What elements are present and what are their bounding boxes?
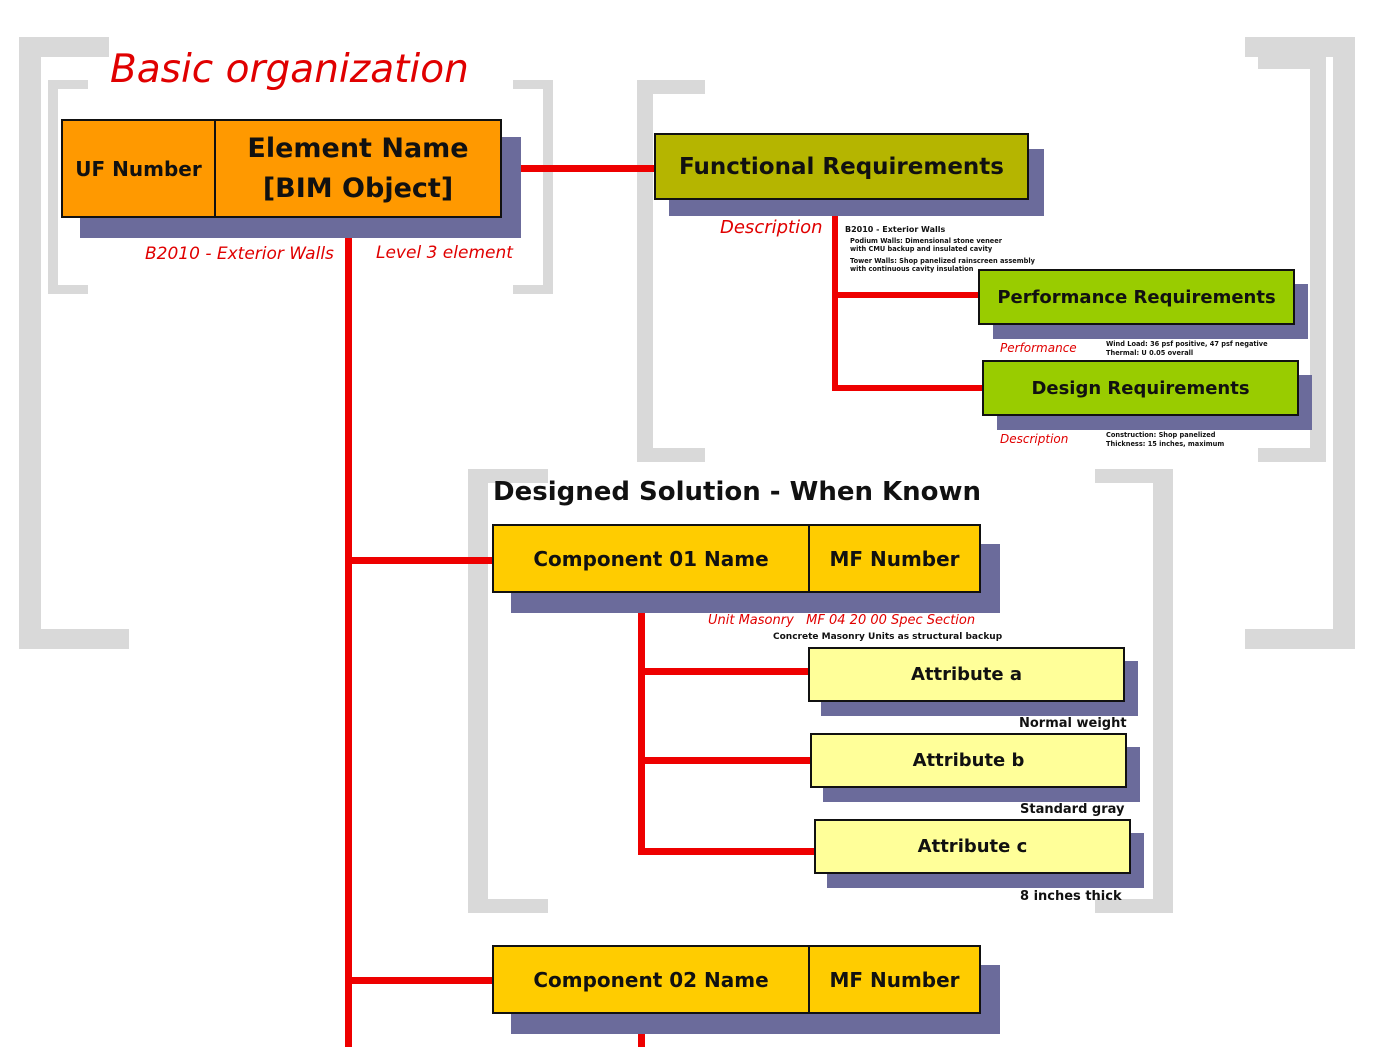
designed-solution-heading: Designed Solution - When Known [493,477,982,507]
component-01-name-cell: Component 01 Name [494,526,810,591]
outer-right-bracket-spine [1333,37,1355,649]
wire-to-attribute-a [638,668,811,675]
solution-right-bracket-spine [1153,469,1173,913]
functional-right-bracket-bottom [1258,448,1326,462]
design-detail-line-1: Construction: Shop panelized [1106,431,1216,439]
design-requirements-box[interactable]: Design Requirements [982,360,1299,416]
element-box[interactable]: UF Number Element Name [BIM Object] [61,119,502,218]
functional-requirements-box[interactable]: Functional Requirements [654,133,1029,200]
performance-label: Performance [1000,341,1077,355]
element-right-bracket-top [513,80,553,89]
wire-to-component-02 [345,977,495,984]
component-01-name: Component 01 Name [533,546,769,571]
design-requirements-label: Design Requirements [1031,377,1250,399]
performance-requirements-label: Performance Requirements [997,286,1276,308]
element-right-bracket-bottom [513,285,553,294]
outer-left-bracket-bottom [19,629,129,649]
wire-to-attribute-b [638,757,813,764]
element-level-label: Level 3 element [376,243,513,263]
functional-left-bracket-bottom [637,448,705,462]
element-name-line2: [BIM Object] [262,172,454,204]
element-name-line1: Element Name [247,132,469,164]
performance-requirements-box[interactable]: Performance Requirements [978,269,1295,325]
outer-left-bracket-top [19,37,109,57]
component-01-box[interactable]: Component 01 Name MF Number [492,524,981,593]
wire-to-component-01 [345,557,495,564]
outer-left-bracket-spine [19,37,41,649]
performance-detail-line-2: Thermal: U 0.05 overall [1106,349,1194,357]
solution-left-bracket-spine [468,469,488,913]
functional-description-label: Description [720,217,823,238]
element-right-bracket-spine [543,80,553,294]
functional-detail-line-4: with continuous cavity insulation [850,265,974,273]
component-01-mf-number: MF Number [829,546,960,571]
element-left-bracket-top [48,80,88,89]
outer-right-bracket-bottom [1245,629,1355,649]
attribute-c-value: 8 inches thick [1020,889,1122,904]
functional-detail-heading: B2010 - Exterior Walls [845,225,946,234]
solution-left-bracket-bottom [468,899,548,913]
attribute-b-value: Standard gray [1020,802,1125,817]
wire-element-to-functional [500,165,657,172]
element-left-bracket-bottom [48,285,88,294]
diagram-title: Basic organization [110,47,469,92]
attribute-b-box[interactable]: Attribute b [810,733,1127,788]
component-01-example-detail: Concrete Masonry Units as structural bac… [773,632,1003,642]
wire-component-01-vertical [638,592,645,855]
functional-right-bracket-spine [1310,55,1326,462]
element-left-bracket-spine [48,80,58,294]
design-label: Description [1000,432,1069,446]
functional-left-bracket-top [637,80,705,94]
component-02-mf-number: MF Number [829,967,960,992]
attribute-a-label: Attribute a [910,664,1023,685]
functional-detail-line-2: with CMU backup and insulated cavity [850,245,993,253]
uf-number-label: UF Number [75,156,202,181]
functional-requirements-label: Functional Requirements [678,153,1004,180]
component-01-mf-cell: MF Number [810,526,979,591]
functional-detail-line-3: Tower Walls: Shop panelized rainscreen a… [850,257,1035,265]
attribute-c-label: Attribute c [917,836,1028,857]
component-02-name: Component 02 Name [533,967,769,992]
attribute-a-value: Normal weight [1019,716,1127,731]
solution-right-bracket-top [1095,469,1173,483]
wire-to-design [832,385,984,391]
solution-left-bracket-top [468,469,548,483]
functional-detail-line-1: Podium Walls: Dimensional stone veneer [850,237,1002,245]
wire-main-vertical [345,218,352,1047]
element-example-label: B2010 - Exterior Walls [145,244,334,264]
component-01-example: Unit Masonry MF 04 20 00 Spec Section [708,613,976,628]
uf-number-cell: UF Number [63,121,216,216]
functional-left-bracket-spine [637,80,653,462]
component-02-name-cell: Component 02 Name [494,947,810,1012]
functional-right-bracket-top [1258,55,1326,69]
component-02-box[interactable]: Component 02 Name MF Number [492,945,981,1014]
performance-detail-line-1: Wind Load: 36 psf positive, 47 psf negat… [1106,340,1268,348]
attribute-b-label: Attribute b [912,750,1025,771]
solution-right-bracket-bottom [1095,899,1173,913]
outer-right-bracket-top [1245,37,1355,57]
component-02-mf-cell: MF Number [810,947,979,1012]
wire-to-performance [832,292,980,298]
wire-to-attribute-c [638,848,817,855]
element-name-cell: Element Name [BIM Object] [216,121,500,216]
attribute-c-box[interactable]: Attribute c [814,819,1131,874]
design-detail-line-2: Thickness: 15 inches, maximum [1106,440,1225,448]
attribute-a-box[interactable]: Attribute a [808,647,1125,702]
